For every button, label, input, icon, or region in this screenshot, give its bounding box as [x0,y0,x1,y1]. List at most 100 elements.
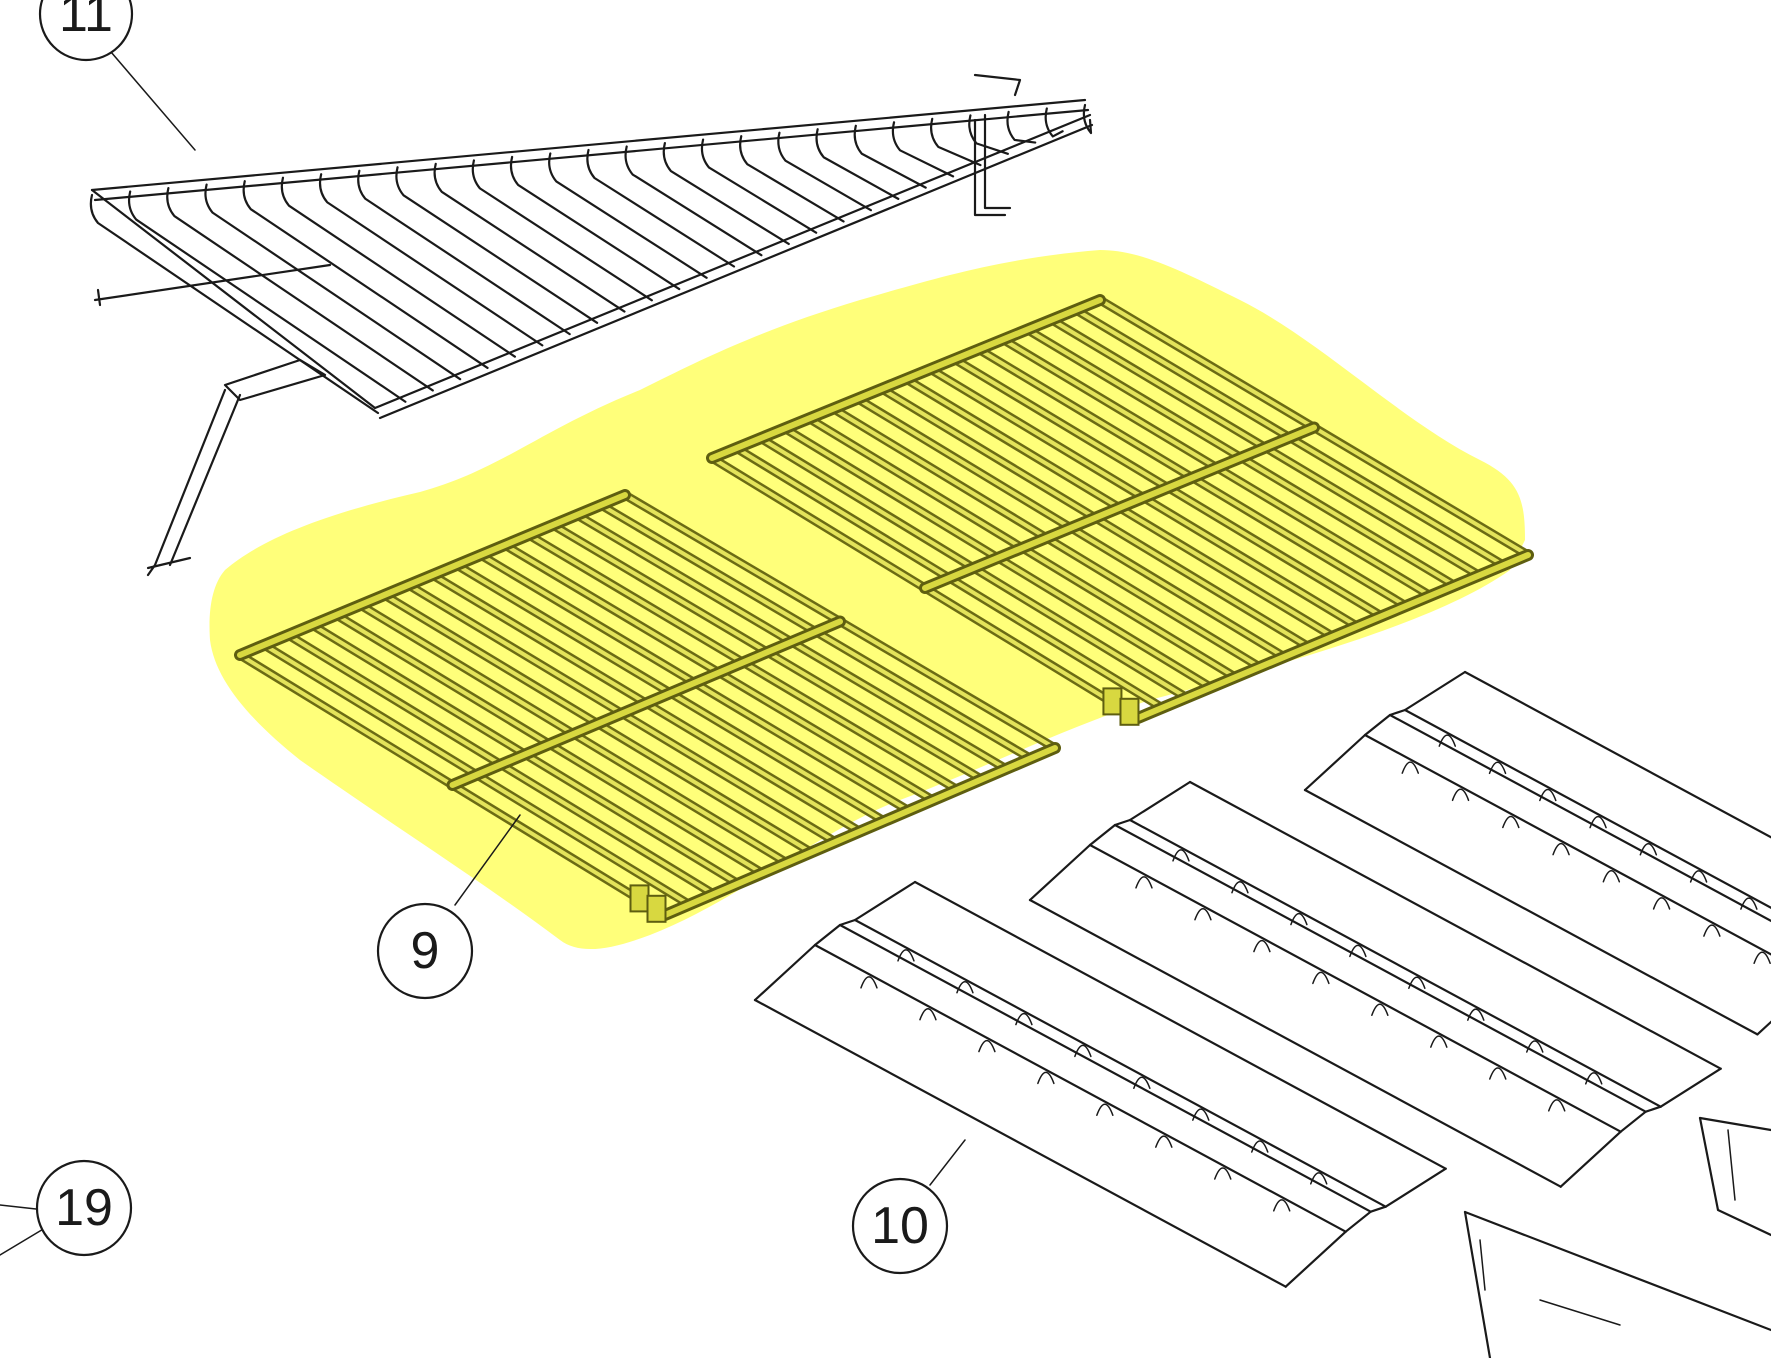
grid-foot [629,884,650,913]
warming-rack[interactable] [89,73,1094,577]
flavorizer-edge [753,998,1287,1288]
flavorizer-port [1015,1012,1033,1026]
flavorizer-port [1401,761,1420,774]
flavorizer-end [753,880,917,1002]
flavorizer-edge [1403,708,1771,909]
flavorizer-port [1037,1071,1055,1085]
flavorizer-end [1756,1020,1771,1036]
flavorizer-bars[interactable] [753,670,1771,1288]
flavorizer-port [1602,870,1621,883]
flavorizer-end [1028,780,1192,902]
rack-wire [815,128,900,200]
flavorizer-port [1584,1072,1603,1085]
flavorizer-port [1231,880,1249,894]
flavorizer-port [1155,1135,1173,1148]
leader-11 [104,44,196,151]
grid-rail-highlight [709,297,1103,461]
grid-foot [1119,697,1140,726]
rack-wire [1044,107,1064,138]
flavorizer-port [1194,907,1212,921]
flavorizer-port [1290,912,1308,926]
flavorizer-port [1135,876,1153,889]
highlight-area [209,250,1526,950]
grid-rail-highlight [922,424,1317,591]
rack-wire [586,148,736,268]
rack-wire [1082,103,1093,135]
flavorizer-port [1526,1040,1544,1053]
flavorizer-port [1272,1199,1291,1212]
flavorizer-port [1451,788,1470,802]
rack-wire [204,183,462,381]
flavorizer-port [1309,1172,1328,1185]
flavorizer-edge [813,943,1347,1233]
rack-wire [624,145,763,257]
grid-foot [1102,687,1123,716]
flavorizer-port [1467,1008,1485,1021]
flavorizer-edge [913,880,1447,1170]
heat-deflector[interactable] [1463,1116,1771,1358]
callout-11-label: 11 [59,0,113,43]
flavorizer-port [1703,924,1721,937]
flavorizer-port [860,976,878,989]
flavorizer-end [1284,1167,1447,1288]
flavorizer-edge [1088,843,1622,1133]
rack-wire [853,124,927,189]
callout-19[interactable]: 19 [35,1159,133,1257]
flavorizer-edge [1188,780,1722,1070]
rack-wire [777,131,873,212]
flavorizer-port [1639,843,1658,856]
flavorizer-port [1488,761,1507,775]
rack-wire [166,186,434,392]
flavorizer-port [1192,1108,1210,1121]
leader-lines [0,44,966,1256]
flavorizer-edge [1388,713,1771,923]
flavorizer-port [978,1039,996,1053]
flavorizer-port [1214,1167,1232,1180]
rack-wire [395,166,599,324]
grid-rail-highlight [237,492,628,658]
callout-10-label: 10 [871,1197,929,1255]
callout-9[interactable]: 9 [376,902,474,1000]
callout-10[interactable]: 10 [851,1177,949,1275]
rack-wire [433,162,626,313]
flavorizer-edge [1303,788,1759,1036]
rack-wire [968,114,1009,155]
rack-wire [509,155,681,291]
flavorizer-port [1133,1076,1151,1090]
flavorizer-port [1489,1067,1507,1080]
grid-rail-highlight [449,618,843,788]
flavorizer-port [1430,1035,1448,1048]
flavorizer-edge [1113,823,1647,1113]
flavorizer-port [1312,971,1330,985]
grid-foot [646,894,667,923]
flavorizer-port [1172,849,1190,862]
flavorizer-port [1371,1003,1389,1017]
flavorizer-port [919,1007,937,1021]
flavorizer-port [1349,944,1367,958]
rack-wire [357,169,571,336]
callout-19-label: 19 [55,1179,113,1237]
leader-9 [454,814,521,906]
flavorizer-port [1552,842,1570,856]
rack-wire [471,159,653,302]
rack-wire [891,121,955,178]
flavorizer-edge [853,918,1387,1208]
grid-rail-highlight [662,745,1058,918]
flavorizer-port [1689,870,1708,883]
callout-9-label: 9 [411,922,440,980]
cooking-grids[interactable] [209,250,1534,950]
rack-wire [280,176,517,358]
leader-19b [0,1227,46,1256]
leader-10 [929,1139,966,1186]
rack-wire [662,141,790,246]
rack-wire [1006,110,1037,144]
callout-11[interactable]: 11 [38,0,134,62]
flavorizer-port [1502,815,1520,829]
rack-wire [930,117,982,167]
rack-wire [127,190,407,403]
flavorizer-port [897,949,915,962]
grid-rail-highlight [1135,552,1531,721]
flavorizer-port [956,980,974,994]
flavorizer-port [1253,939,1271,953]
flavorizer-edge [1128,818,1662,1108]
